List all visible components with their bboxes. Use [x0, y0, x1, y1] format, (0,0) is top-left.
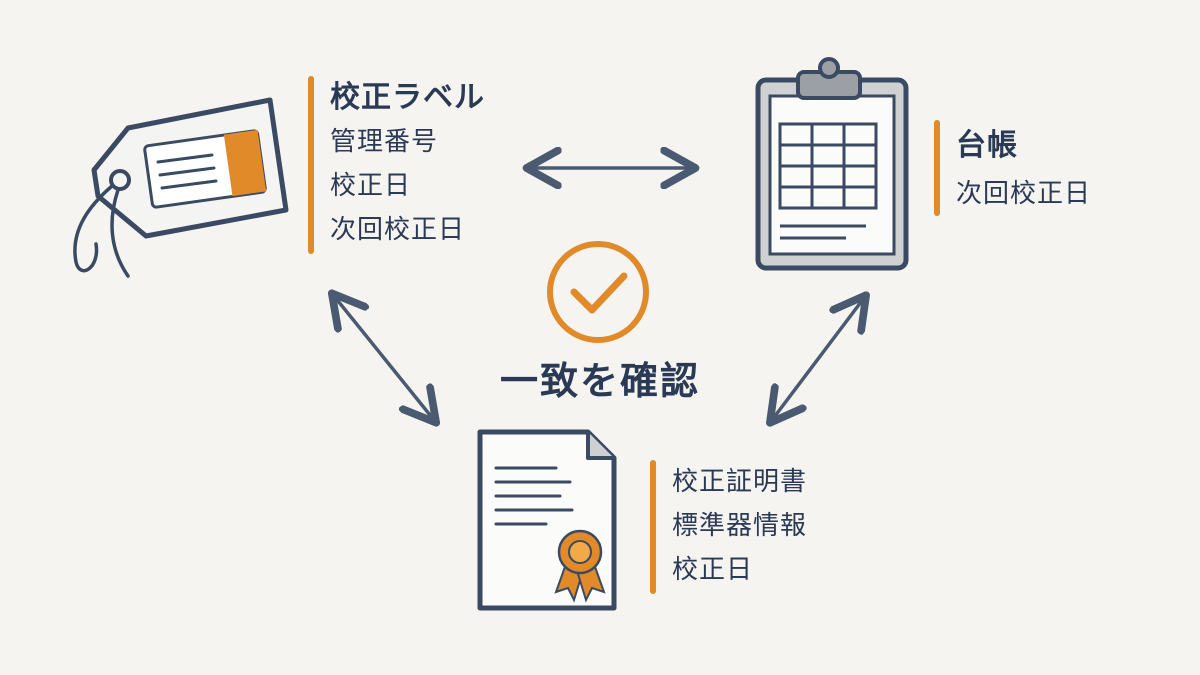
certificate-title: 校正証明書	[672, 467, 808, 497]
check-circle-icon	[547, 241, 649, 343]
certificate-label-block: 校正証明書 標準器情報 校正日	[650, 460, 807, 594]
certificate-item-standard-info: 標準器情報	[672, 511, 808, 541]
accent-bar	[650, 460, 656, 594]
clipboard-icon	[755, 57, 909, 271]
arrow-ledger-certificate	[772, 298, 864, 420]
tag-item-management-number: 管理番号	[330, 127, 439, 157]
tag-item-calibration-date: 校正日	[330, 171, 412, 201]
tag-label-block: 校正ラベル 管理番号 校正日 次回校正日	[308, 76, 485, 254]
arrow-tag-certificate	[334, 296, 434, 420]
ledger-title: 台帳	[956, 128, 1018, 163]
accent-bar	[308, 76, 314, 254]
certificate-item-calibration-date: 校正日	[672, 555, 754, 585]
certificate-icon	[477, 429, 617, 611]
match-confirm-label: 一致を確認	[499, 359, 700, 403]
ledger-item-next-calibration-date: 次回校正日	[956, 179, 1092, 209]
tag-item-next-calibration-date: 次回校正日	[330, 215, 466, 245]
accent-bar	[934, 120, 940, 216]
ledger-label-block: 台帳 次回校正日	[934, 120, 1091, 216]
tag-icon	[73, 97, 289, 278]
tag-title: 校正ラベル	[330, 80, 485, 115]
